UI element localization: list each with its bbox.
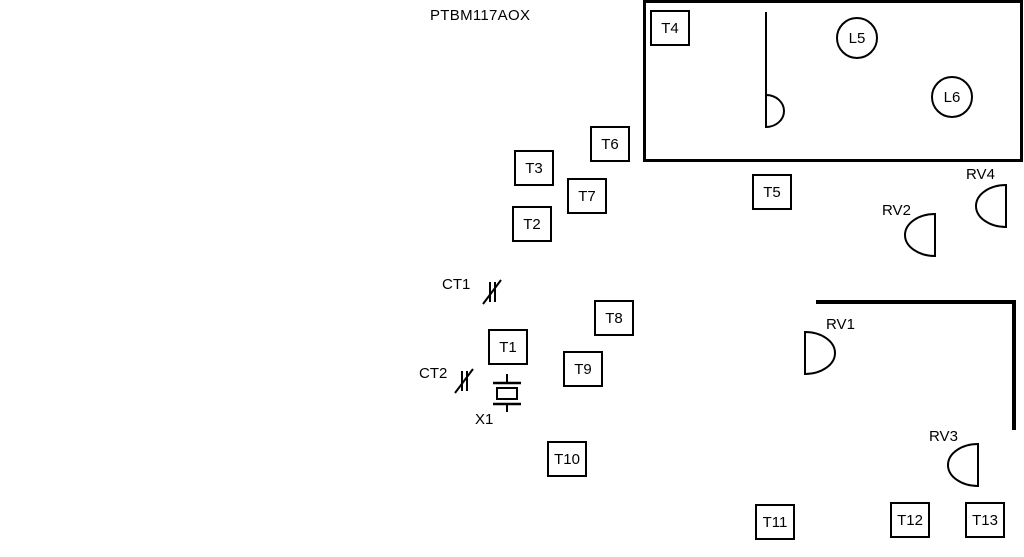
transistor-T7: T7: [567, 178, 607, 214]
transistor-T13: T13: [965, 502, 1005, 538]
trimpot-shape-RV3: [947, 442, 979, 488]
trimpot-label-RV3: RV3: [929, 428, 958, 445]
trimcap-symbol-CT2: [454, 368, 474, 394]
inductor-L5: L5: [836, 17, 878, 59]
trimpot-shape-RV4: [975, 183, 1007, 229]
transistor-T3: T3: [514, 150, 554, 186]
shield-inner-line: [765, 12, 767, 98]
transistor-T9: T9: [563, 351, 603, 387]
transistor-T4: T4: [650, 10, 690, 46]
transistor-T5: T5: [752, 174, 792, 210]
trimcap-label-CT2: CT2: [419, 365, 448, 382]
transistor-T2: T2: [512, 206, 552, 242]
inductor-L6: L6: [931, 76, 973, 118]
transistor-T10: T10: [547, 441, 587, 477]
shield-trimmer-shape: [765, 93, 785, 129]
transistor-T1: T1: [488, 329, 528, 365]
crystal-symbol-X1: [493, 374, 521, 412]
transistor-T12: T12: [890, 502, 930, 538]
board-edge-horizontal: [816, 300, 1016, 304]
trimpot-shape-RV1: [804, 330, 836, 376]
trimcap-symbol-CT1: [482, 279, 502, 305]
trimpot-label-RV1: RV1: [826, 316, 855, 333]
transistor-T8: T8: [594, 300, 634, 336]
transistor-T11: T11: [755, 504, 795, 540]
board-edge-vertical: [1012, 300, 1016, 430]
trimpot-label-RV4: RV4: [966, 166, 995, 183]
trimpot-shape-RV2: [904, 212, 936, 258]
transistor-T6: T6: [590, 126, 630, 162]
diagram-title: PTBM117AOX: [430, 7, 531, 24]
trimpot-label-RV2: RV2: [882, 202, 911, 219]
trimcap-label-CT1: CT1: [442, 276, 471, 293]
crystal-label-X1: X1: [475, 411, 494, 428]
